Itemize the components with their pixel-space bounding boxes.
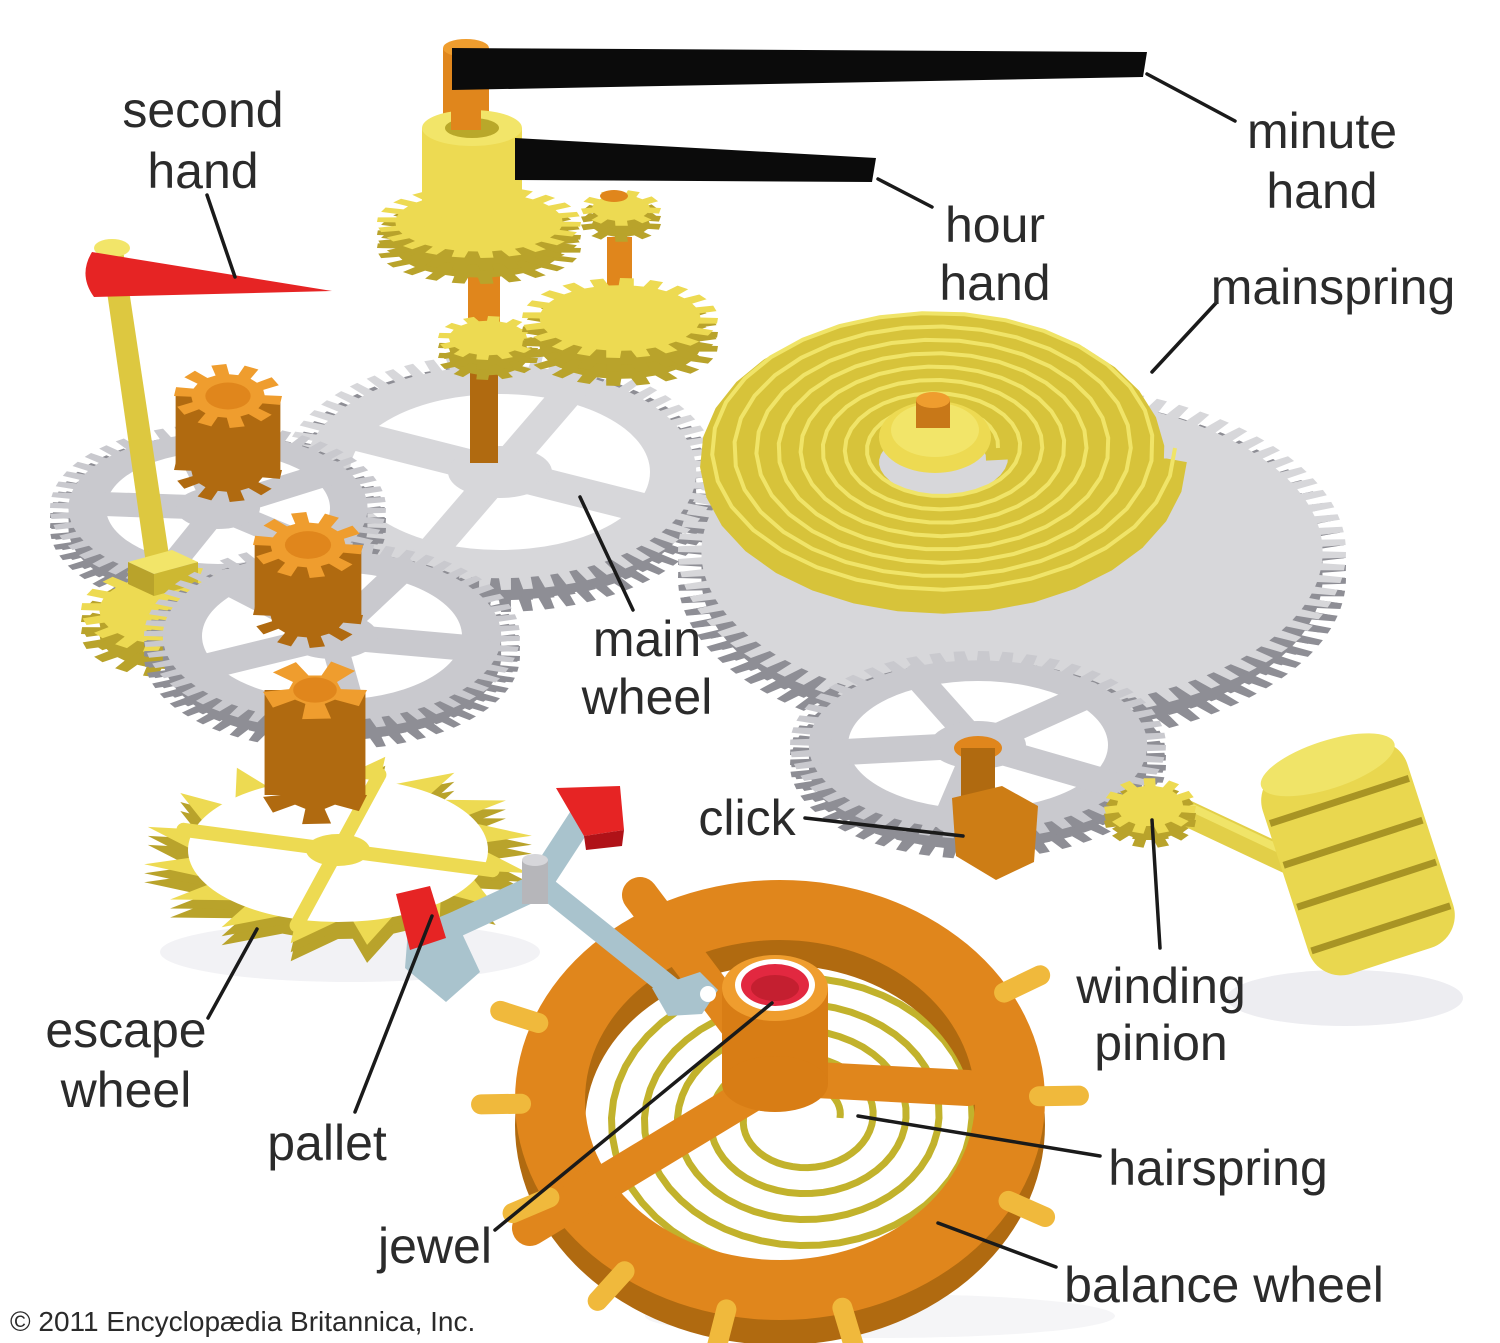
leader-pallet (353, 914, 434, 1114)
label-click: click (698, 790, 796, 846)
cannon-pinion (422, 110, 522, 250)
pallet-jewel-left (396, 886, 446, 950)
balance-screw (998, 1190, 1056, 1228)
second-hand (85, 252, 332, 297)
third-wheel-pinion (253, 512, 363, 648)
winding-stem (1167, 797, 1308, 877)
pallet-jewel-right (556, 786, 624, 836)
escape-wheel-pinion (263, 661, 367, 825)
click-pawl (952, 786, 1038, 880)
minute-wheel-gear (438, 316, 538, 380)
mainspring-coil (700, 313, 1187, 614)
label-balance-wheel: balance wheel (1064, 1257, 1384, 1313)
minute-hand (452, 48, 1147, 90)
hour-hand (515, 138, 876, 182)
leader-main-wheel (578, 495, 635, 612)
leader-click (803, 816, 965, 838)
leader-minute-hand (1145, 72, 1237, 123)
label-pallet: pallet (267, 1115, 387, 1171)
second-hand-arbor (101, 250, 170, 564)
balance-screw (587, 1261, 635, 1311)
small-pinion-gear (581, 190, 661, 242)
balance-screw (471, 1093, 532, 1115)
leader-winding-pinion (1150, 818, 1162, 950)
balance-screw (490, 1000, 549, 1033)
fourth-wheel-pinion (174, 364, 282, 502)
leader-second-hand (205, 193, 237, 279)
leader-mainspring (1150, 301, 1218, 374)
balance-wheel (471, 877, 1089, 1343)
balance-screw (994, 965, 1051, 1003)
balance-screw (1028, 1085, 1089, 1107)
label-hairspring: hairspring (1108, 1140, 1328, 1196)
winding-crown (1260, 733, 1455, 976)
leader-escape-wheel (206, 927, 259, 1020)
leader-balance-wheel (936, 1221, 1058, 1269)
leader-hour-hand (876, 177, 934, 209)
label-mainspring: mainspring (1211, 259, 1456, 315)
leader-jewel (493, 1001, 774, 1232)
copyright: © 2011 Encyclopædia Britannica, Inc. (10, 1306, 476, 1337)
winding-pinion-gear (1104, 778, 1196, 848)
leader-hairspring (856, 1114, 1102, 1158)
intermediate-gear (522, 278, 718, 386)
balance-screw (707, 1299, 737, 1343)
label-jewel: jewel (376, 1218, 492, 1274)
balance-screw (832, 1297, 864, 1343)
